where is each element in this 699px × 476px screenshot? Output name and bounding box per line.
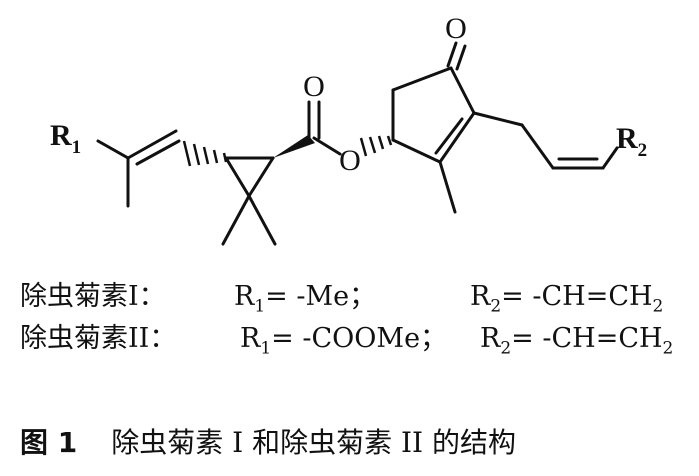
- legend-name: 除虫菊素I：: [20, 281, 166, 312]
- atom-ketone-oxygen: O: [445, 12, 467, 45]
- bond-ring-c3-ch: [391, 138, 442, 164]
- atom-r1-subscript: 1: [72, 137, 82, 158]
- r1-subscript: 1: [254, 296, 266, 317]
- r2-value: = -CH=CH: [501, 281, 653, 312]
- r1-value: = -Me；: [265, 281, 377, 312]
- bond-ring-c2-c3-inner: [434, 117, 464, 155]
- bond-ring-ch2-co: [391, 66, 453, 92]
- bond-vinyl-double-2: [135, 139, 181, 166]
- atom-r2: R2: [616, 122, 647, 161]
- bond-chain-r2: [601, 146, 619, 170]
- r1-subscript: 1: [260, 338, 272, 359]
- r2-subscript: 2: [490, 296, 502, 317]
- atom-carbonyl-oxygen: O: [303, 70, 325, 103]
- r2-tail-subscript: 2: [652, 296, 664, 317]
- bond-chain-2: [520, 123, 555, 170]
- r1-prefix: R: [234, 281, 255, 312]
- legend-r2-definition: R2= -CH=CH2: [470, 283, 663, 315]
- legend-r1-definition: R1= -COOMe；: [240, 325, 447, 357]
- r2-value: = -CH=CH: [511, 323, 663, 354]
- legend-r1-definition: R1= -Me；: [234, 283, 376, 315]
- bond-cyclopropane-right: [247, 156, 275, 198]
- figure-caption: 图 1 除虫菊素 I 和除虫菊素 II 的结构: [20, 421, 516, 461]
- figure-label: 图 1: [20, 426, 78, 459]
- bond-ring-c2-c3: [438, 111, 476, 164]
- legend-r2-definition: R2= -CH=CH2: [480, 325, 673, 357]
- bond-gem-methyl-right: [247, 194, 277, 246]
- legend-name: 除虫菊素II：: [20, 323, 177, 354]
- atom-ester-oxygen: O: [339, 144, 361, 177]
- r2-prefix: R: [470, 281, 491, 312]
- r2-tail-subscript: 2: [662, 338, 674, 359]
- atom-r2-subscript: 2: [638, 140, 648, 161]
- hash-bond-ester: [359, 135, 393, 157]
- bond-ring-methyl: [438, 160, 457, 214]
- bond-r1-vinyl: [96, 139, 130, 160]
- atom-r1: R1: [50, 119, 81, 158]
- bond-cyclopropane-left: [224, 156, 251, 198]
- bond-ring-co-c2: [449, 66, 476, 115]
- r1-prefix: R: [240, 323, 261, 354]
- atom-r1-symbol: R: [50, 119, 72, 152]
- bond-ketone-double-2: [455, 44, 467, 71]
- r2-prefix: R: [480, 323, 501, 354]
- figure-caption-text: 除虫菊素 I 和除虫菊素 II 的结构: [111, 426, 517, 459]
- r1-value: = -COOMe；: [271, 323, 448, 354]
- bond-ketone-double-1: [446, 41, 458, 68]
- bond-carbonyl-ester-o: [312, 136, 342, 156]
- chemical-structure-diagram: O O O R1 R2: [50, 12, 647, 246]
- hash-bond-vinyl: [182, 140, 228, 167]
- bond-gem-methyl-left: [221, 194, 251, 246]
- bond-vinyl-double-1: [126, 129, 178, 160]
- bond-chain-1: [472, 111, 524, 127]
- wedge-bond-carbonyl: [273, 135, 315, 158]
- r2-subscript: 2: [500, 338, 512, 359]
- atom-r2-symbol: R: [616, 122, 638, 155]
